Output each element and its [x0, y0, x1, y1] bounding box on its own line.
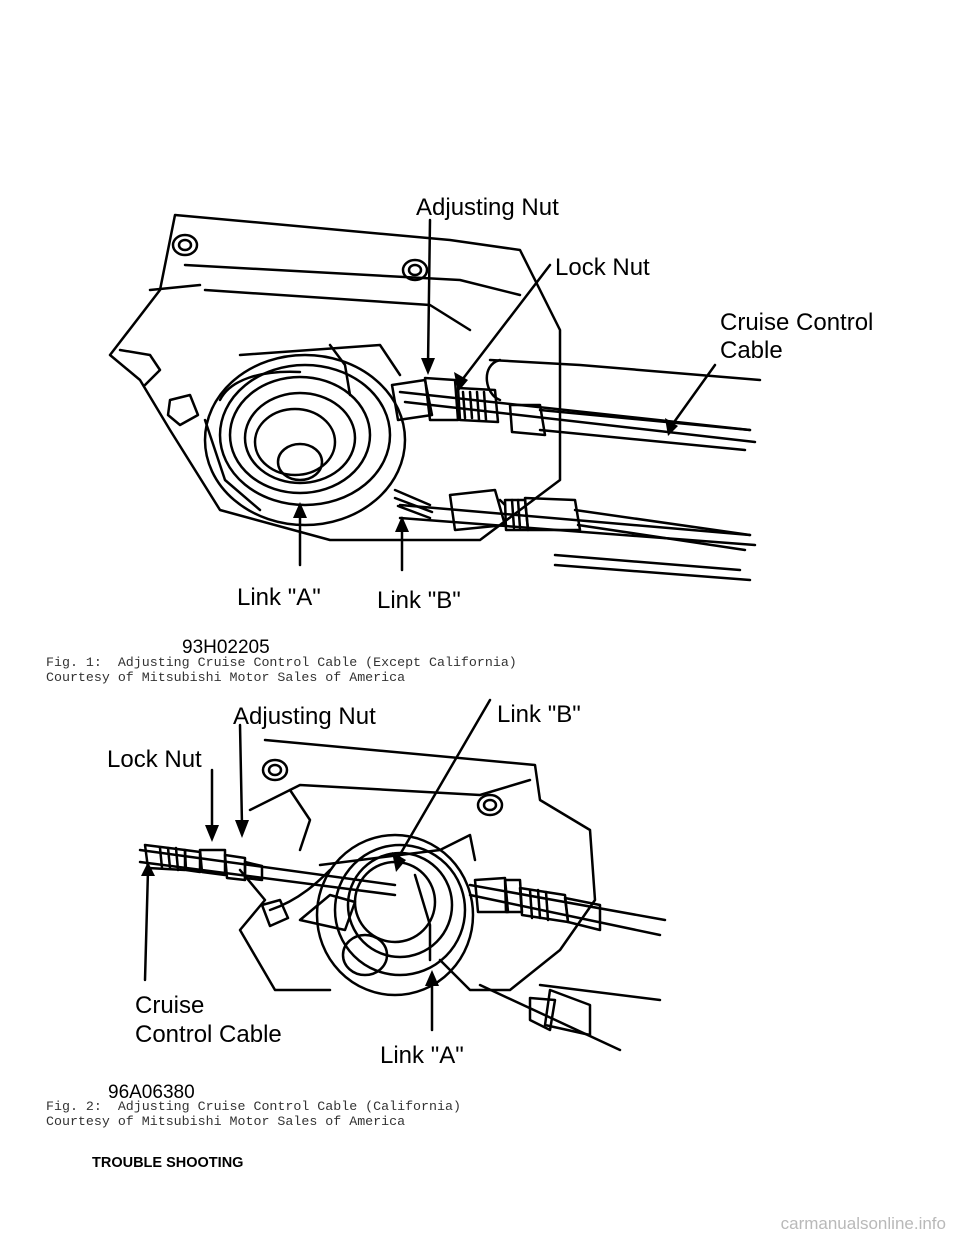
- section-heading: TROUBLE SHOOTING: [92, 1155, 244, 1171]
- figure-1-link-a-label: Link "A": [237, 584, 321, 611]
- figure-2-code: 96A06380: [108, 1082, 195, 1103]
- figure-1-caption-line2: Courtesy of Mitsubishi Motor Sales of Am…: [46, 670, 406, 685]
- figure-2-adjusting-nut-label: Adjusting Nut: [233, 703, 376, 730]
- figure-2-link-b-label: Link "B": [497, 701, 581, 728]
- figure-2-cable-label-line1: Cruise: [135, 992, 204, 1019]
- figure-1-caption-line1: Fig. 1: Adjusting Cruise Control Cable (…: [46, 655, 517, 670]
- figure-2-illustration: Adjusting Nut Lock Nut Link "B" Cruise C…: [0, 690, 960, 1085]
- figure-1-adjusting-nut-label: Adjusting Nut: [416, 194, 559, 221]
- figure-2-caption-line2: Courtesy of Mitsubishi Motor Sales of Am…: [46, 1114, 406, 1129]
- watermark: carmanualsonline.info: [780, 1214, 946, 1233]
- figure-1-lock-nut-label: Lock Nut: [555, 254, 650, 281]
- figure-1-cable-label-line1: Cruise Control: [720, 309, 873, 336]
- figure-1-drawing: Adjusting Nut Lock Nut Cruise Control Ca…: [108, 194, 873, 614]
- figure-2-drawing: Adjusting Nut Lock Nut Link "B" Cruise C…: [107, 698, 667, 1069]
- figure-2-caption-line1: Fig. 2: Adjusting Cruise Control Cable (…: [46, 1099, 461, 1114]
- figure-1-code: 93H02205: [182, 637, 270, 658]
- figure-2-cable-label-line2: Control Cable: [135, 1021, 282, 1048]
- figure-1-cable-label-line2: Cable: [720, 337, 783, 364]
- figure-2-lock-nut-label: Lock Nut: [107, 746, 202, 773]
- figure-1-link-b-label: Link "B": [377, 587, 461, 614]
- figure-1-illustration: Adjusting Nut Lock Nut Cruise Control Ca…: [0, 180, 960, 640]
- figure-2-link-a-label: Link "A": [380, 1042, 464, 1069]
